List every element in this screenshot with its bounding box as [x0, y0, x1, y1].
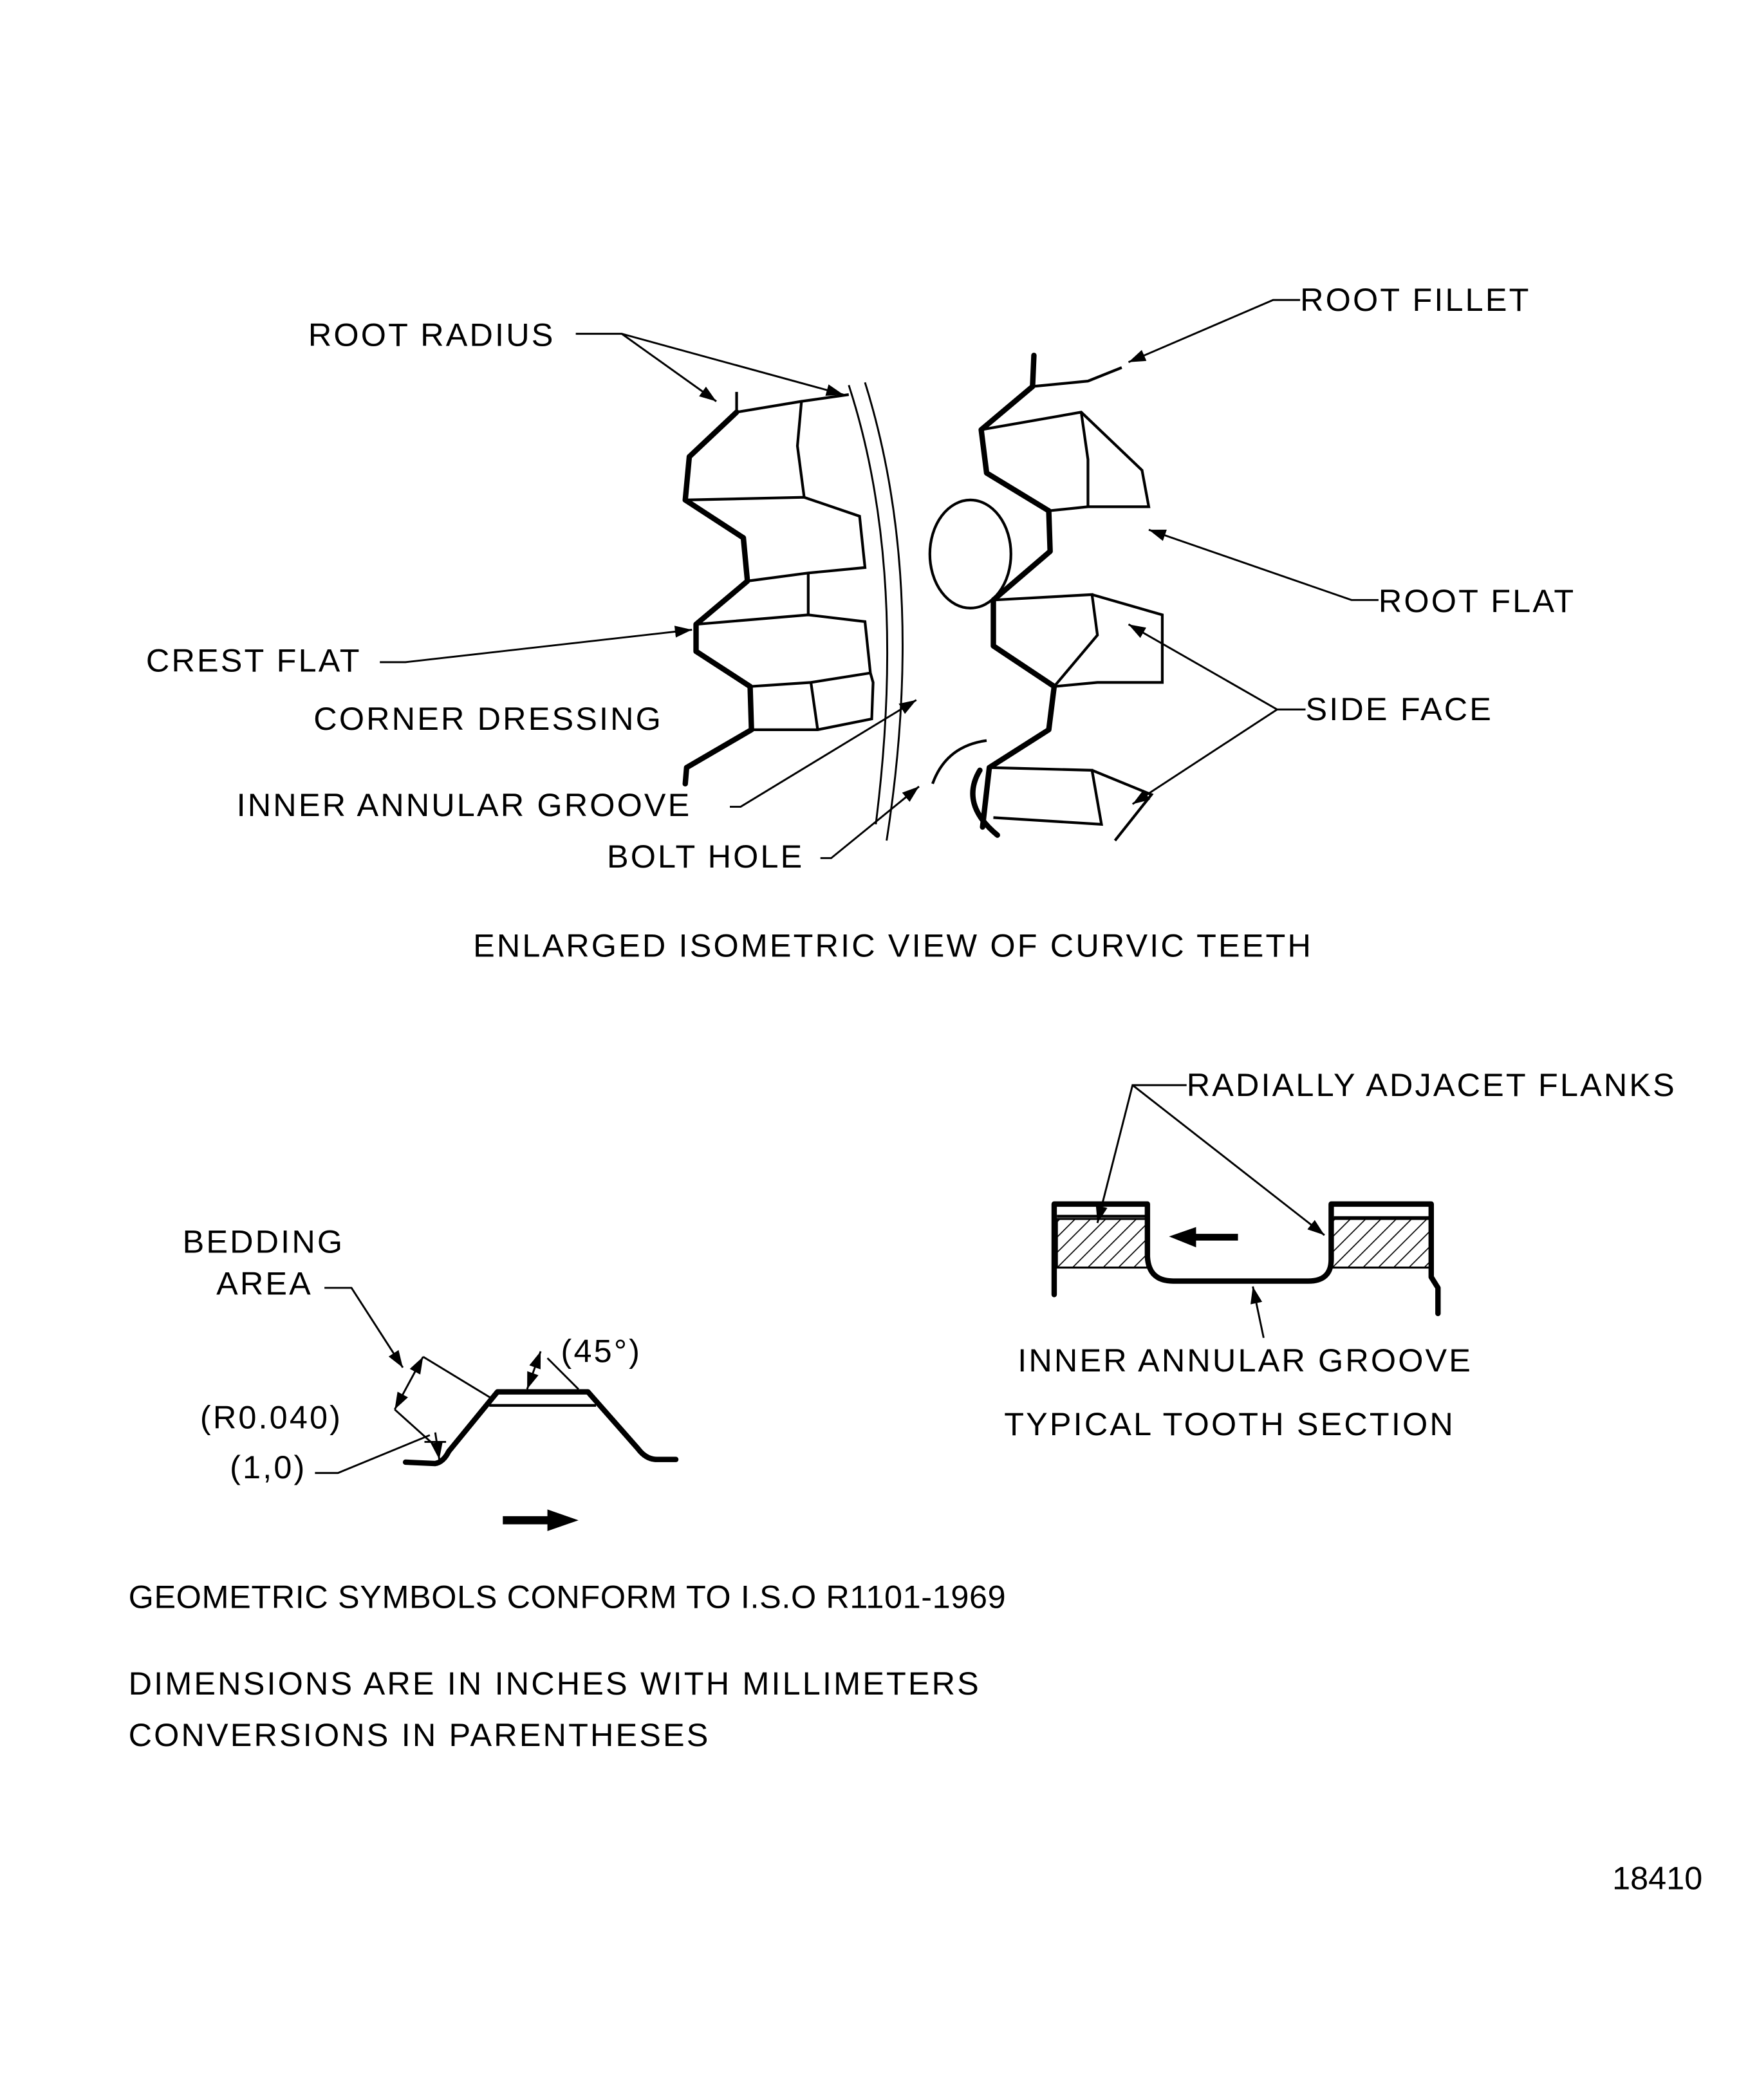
angle-dimension: (45°) — [561, 1333, 642, 1370]
bedding-area-detail — [315, 1287, 679, 1532]
direction-arrow-left-icon — [1169, 1227, 1238, 1248]
note-dimensions-line1: DIMENSIONS ARE IN INCHES WITH MILLIMETER… — [129, 1665, 981, 1702]
label-root-flat: ROOT FLAT — [1379, 582, 1576, 619]
label-bolt-hole: BOLT HOLE — [607, 838, 804, 875]
radius-dimension: (R0.040) — [200, 1398, 342, 1435]
radius-mm-dimension: (1,0) — [230, 1449, 306, 1485]
label-inner-annular-groove: INNER ANNULAR GROOVE — [237, 786, 692, 823]
label-side-face: SIDE FACE — [1306, 691, 1494, 727]
label-corner-dressing: CORNER DRESSING — [313, 700, 663, 737]
label-inner-annular-groove-section: INNER ANNULAR GROOVE — [1018, 1342, 1473, 1379]
left-curvic-member — [682, 382, 904, 841]
note-dimensions-line2: CONVERSIONS IN PARENTHESES — [129, 1716, 711, 1753]
right-curvic-member — [928, 353, 1164, 842]
isometric-leaders — [380, 299, 1379, 859]
label-bedding: BEDDING — [183, 1223, 345, 1259]
note-geometric-symbols: GEOMETRIC SYMBOLS CONFORM TO I.S.O R1101… — [129, 1579, 1007, 1615]
label-area: AREA — [216, 1265, 313, 1302]
label-radially-adjacent-flanks: RADIALLY ADJACET FLANKS — [1187, 1066, 1677, 1103]
tooth-section — [1051, 1084, 1441, 1339]
label-root-radius: ROOT RADIUS — [308, 317, 555, 353]
figure-number: 18410 — [1612, 1859, 1702, 1896]
tooth-section-caption: TYPICAL TOOTH SECTION — [1004, 1406, 1455, 1442]
isometric-caption: ENLARGED ISOMETRIC VIEW OF CURVIC TEETH — [473, 927, 1313, 964]
label-crest-flat: CREST FLAT — [146, 642, 362, 679]
direction-arrow-right-icon — [503, 1509, 579, 1532]
label-root-fillet: ROOT FILLET — [1300, 281, 1530, 318]
